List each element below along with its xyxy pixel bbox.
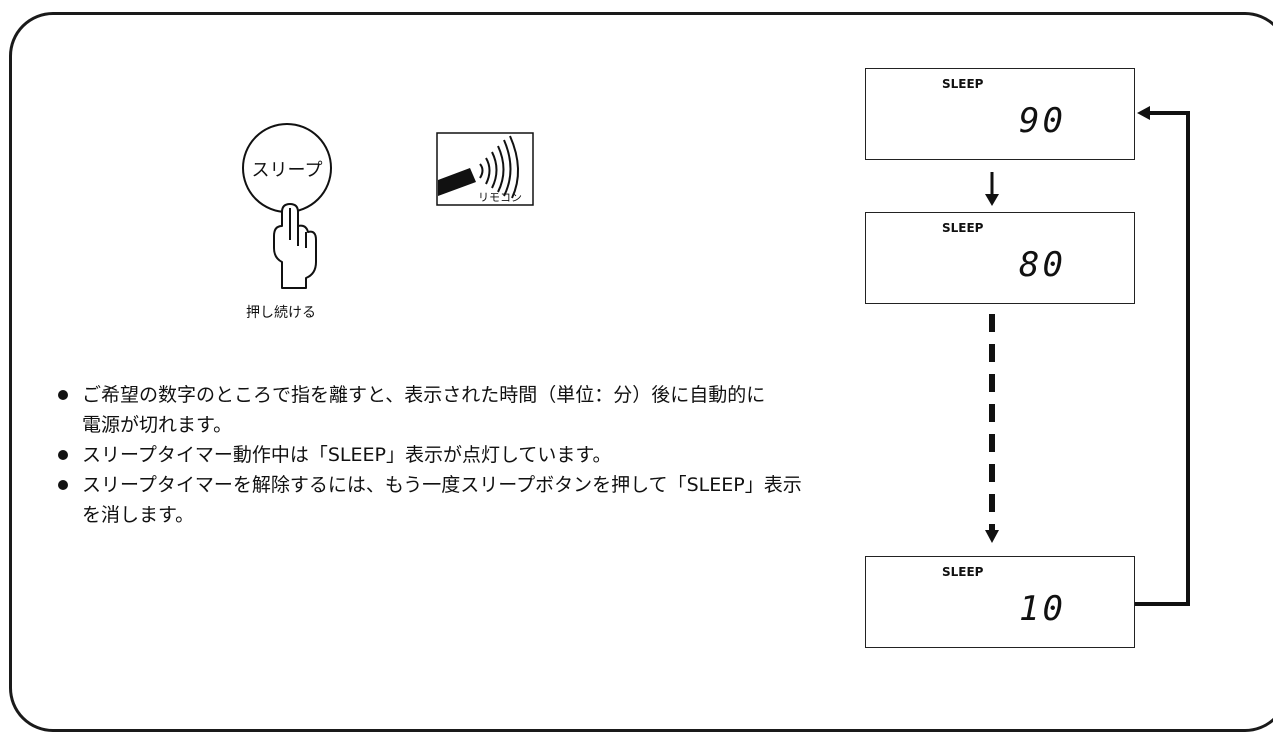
- note-text: ご希望の数字のところで指を離すと、表示された時間（単位：分）後に自動的に電源が切…: [82, 384, 766, 436]
- display-panel-80: SLEEP 80: [865, 212, 1135, 304]
- pressing-finger-icon: [273, 203, 317, 289]
- sleep-indicator: SLEEP: [942, 77, 984, 91]
- note-item: スリープタイマーを解除するには、もう一度スリープボタンを押して「SLEEP」表示…: [58, 470, 802, 530]
- note-item: スリープタイマー動作中は「SLEEP」表示が点灯しています。: [58, 440, 802, 470]
- note-text: スリープタイマーを解除するには、もう一度スリープボタンを押して「SLEEP」表示…: [82, 474, 802, 526]
- minutes-readout: 80: [1019, 245, 1066, 285]
- hold-instruction: 押し続ける: [246, 305, 316, 321]
- sleep-indicator: SLEEP: [942, 565, 984, 579]
- remote-label: リモコン: [478, 191, 522, 204]
- bullet-icon: [58, 390, 68, 400]
- continue-dashed-arrow-icon: [985, 314, 999, 543]
- display-panel-90: SLEEP 90: [865, 68, 1135, 160]
- minutes-readout: 90: [1019, 101, 1066, 141]
- notes-list: ご希望の数字のところで指を離すと、表示された時間（単位：分）後に自動的に電源が切…: [58, 380, 802, 530]
- note-item: ご希望の数字のところで指を離すと、表示された時間（単位：分）後に自動的に電源が切…: [58, 380, 802, 440]
- note-text: スリープタイマー動作中は「SLEEP」表示が点灯しています。: [82, 444, 612, 466]
- remote-control-icon: リモコン: [436, 132, 534, 206]
- minutes-readout: 10: [1019, 589, 1066, 629]
- next-step-arrow-icon: [985, 172, 999, 206]
- bullet-icon: [58, 480, 68, 490]
- bullet-icon: [58, 450, 68, 460]
- loop-back-arrow-icon: [1133, 106, 1190, 606]
- display-panel-10: SLEEP 10: [865, 556, 1135, 648]
- sleep-button-label: スリープ: [252, 160, 323, 181]
- sleep-indicator: SLEEP: [942, 221, 984, 235]
- diagram-graphics: スリープ リモコン: [242, 106, 1190, 606]
